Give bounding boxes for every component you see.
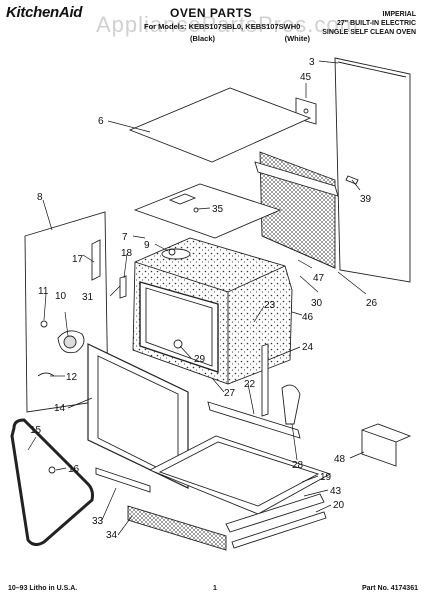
product-line-1: IMPERIAL [382,11,416,18]
callout-23: 23 [264,300,276,311]
back-panel [334,57,411,283]
brand-logo: KitchenAid [6,4,83,21]
callout-12: 12 [66,372,78,383]
door-frame [87,343,189,489]
callout-17: 17 [72,254,84,265]
page-title: OVEN PARTS [170,6,253,20]
callout-16: 16 [68,464,80,475]
callout-24: 24 [302,342,314,353]
callout-10: 10 [55,291,67,302]
product-line-2: 27" BUILT-IN ELECTRIC [336,20,416,27]
callout-3: 3 [309,57,315,68]
callout-labels: 3 45 6 39 35 8 7 9 17 18 47 30 26 11 31 … [30,57,378,541]
door-gasket [10,418,94,547]
bottom-panel [148,435,332,515]
color-black-label: (Black) [190,34,216,43]
callout-43: 43 [330,486,342,497]
callout-14: 14 [54,403,66,414]
callout-22: 22 [244,379,256,390]
models-line: For Models: KEBS107SBL0, KEBS107SWH0 [144,22,301,31]
callout-39: 39 [360,194,372,205]
callout-20: 20 [333,500,345,511]
callout-18: 18 [121,248,133,259]
callout-45: 45 [300,72,312,83]
callout-28: 28 [292,460,304,471]
top-plate [133,183,282,239]
callout-15: 15 [30,425,42,436]
callout-6: 6 [98,116,104,127]
footer-page-number: 1 [213,585,217,592]
footer-part-number: Part No. 4174361 [361,585,418,592]
callout-8: 8 [37,192,43,203]
callout-29: 29 [194,354,206,365]
footer-litho: 10–93 Litho in U.S.A. [8,585,78,592]
product-line-3: SINGLE SELF CLEAN OVEN [322,29,416,36]
callout-47: 47 [313,273,325,284]
callout-46: 46 [302,312,314,323]
callout-33: 33 [92,516,104,527]
callout-19: 19 [320,472,332,483]
callout-34: 34 [106,530,118,541]
callout-30: 30 [311,298,323,309]
color-labels: (Black) (White) [190,34,310,43]
callout-26: 26 [366,298,378,309]
callout-27: 27 [224,388,236,399]
product-description: IMPERIAL 27" BUILT-IN ELECTRIC SINGLE SE… [322,10,416,37]
callout-11: 11 [38,286,49,297]
callout-9: 9 [144,240,150,251]
top-panel [128,87,312,163]
callout-48: 48 [334,454,346,465]
watermark-text: AppliancePartsPros.com [96,12,359,37]
callout-7: 7 [122,232,128,243]
callout-35: 35 [212,204,224,215]
color-white-label: (White) [284,34,310,43]
callout-31: 31 [82,292,94,303]
